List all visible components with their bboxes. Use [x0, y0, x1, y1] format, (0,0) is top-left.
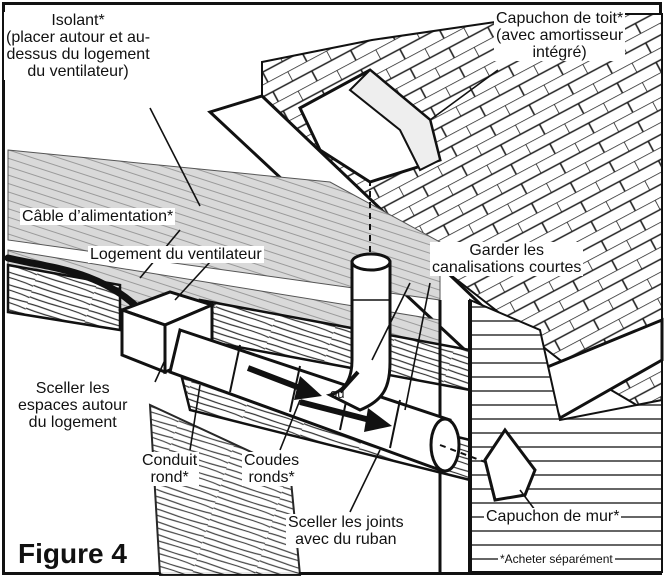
roof-cap	[298, 68, 442, 184]
seal-housing-gaps-label: Sceller les espaces autour du logement	[16, 380, 130, 431]
round-duct-label: Conduit rond*	[140, 452, 200, 486]
round-elbows-label: Coudes ronds*	[242, 452, 302, 486]
keep-ducts-short-label: Garder les canalisations courtes	[430, 242, 584, 276]
insulation-label: Isolant* (placer autour et au- dessus du…	[4, 12, 153, 80]
roof-cap-label: Capuchon de toit* (avec amortisseur inté…	[494, 10, 626, 61]
wall-cap-label: Capuchon de mur*	[484, 508, 622, 525]
vertical-duct	[325, 180, 392, 412]
purchase-separately-note: *Acheter séparément	[498, 552, 615, 566]
power-cable	[4, 254, 144, 314]
seal-joints-label: Sceller les joints avec du ruban	[286, 514, 406, 548]
airflow-arrows	[246, 365, 392, 432]
wall-cap	[439, 427, 537, 502]
leader-lines	[139, 69, 536, 513]
or-label: ou	[330, 386, 345, 401]
figure-title: Figure 4	[14, 538, 131, 570]
power-cable-label: Câble d’alimentation*	[20, 208, 176, 225]
fan-housing-label: Logement du ventilateur	[88, 246, 264, 263]
